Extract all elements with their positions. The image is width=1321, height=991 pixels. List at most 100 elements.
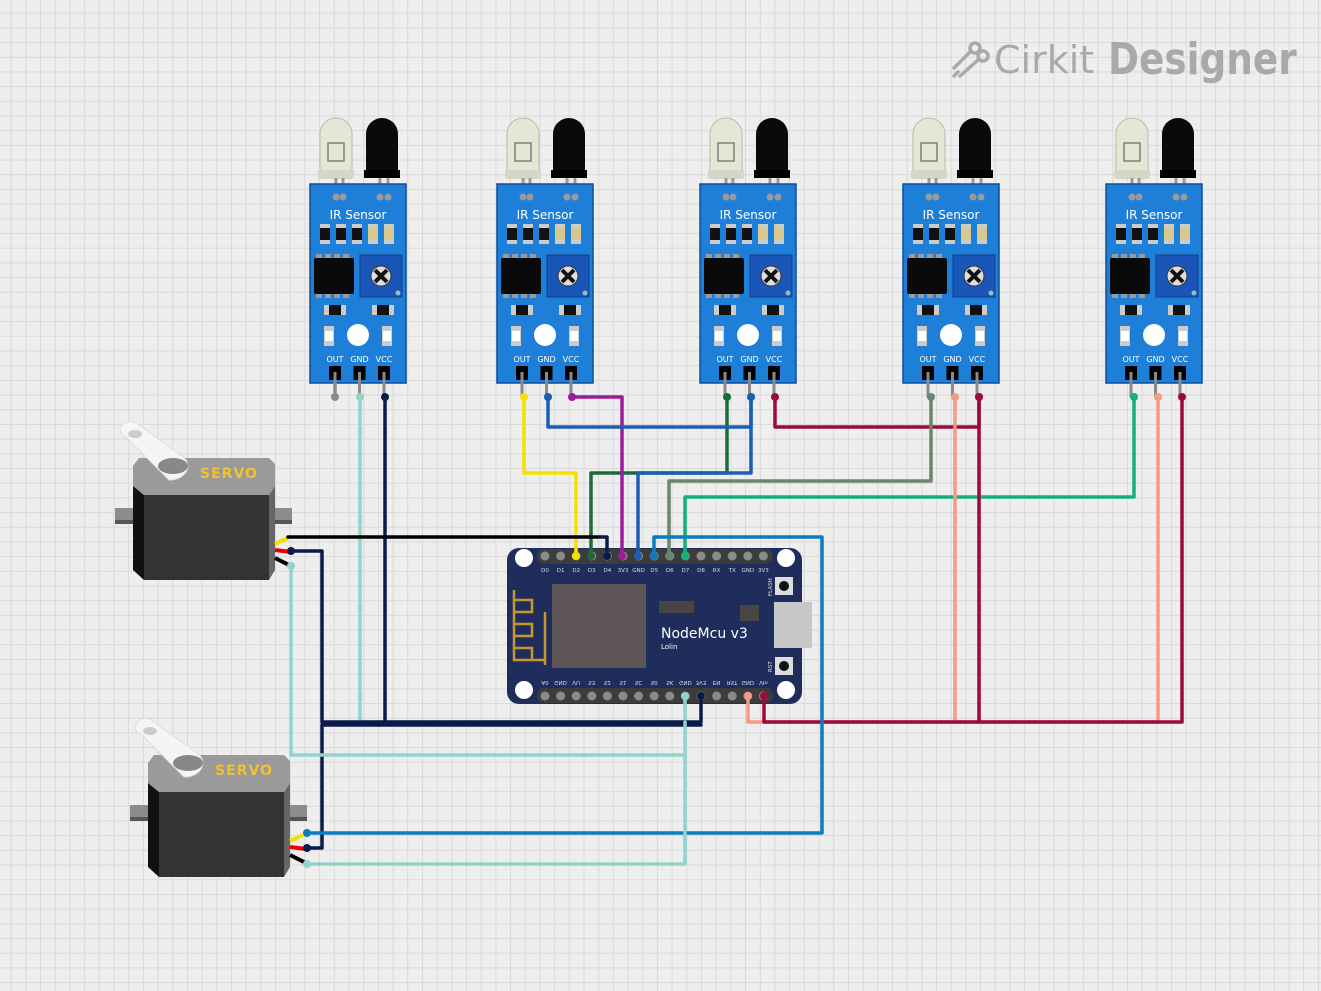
servo-shaft (173, 755, 203, 771)
wire-endpoint[interactable] (927, 393, 935, 401)
pin-d1[interactable] (556, 551, 566, 561)
wire-endpoint[interactable] (975, 393, 983, 401)
wire-endpoint[interactable] (760, 692, 768, 700)
wire-endpoint[interactable] (544, 393, 552, 401)
pin-3v3[interactable] (758, 551, 768, 561)
flash-button-cap[interactable] (779, 581, 789, 591)
wire-endpoint[interactable] (697, 692, 705, 700)
wire-servo1-signal-d4[interactable] (598, 535, 609, 558)
led-pad (1135, 193, 1143, 201)
wire-s4-vcc-vin[interactable] (762, 395, 981, 724)
wire-endpoint[interactable] (303, 860, 311, 868)
servo-motor-1[interactable]: SERVO (115, 420, 292, 580)
wire-endpoint[interactable] (568, 393, 576, 401)
pin-d8[interactable] (696, 551, 706, 561)
wire-s5-gnd[interactable] (953, 395, 1160, 724)
wire-endpoint[interactable] (681, 552, 689, 560)
wire-servo1-gnd[interactable] (289, 564, 687, 757)
potentiometer[interactable] (749, 254, 793, 298)
wire-s2-gnd-s3-gnd[interactable] (546, 395, 753, 429)
servo-side-right (269, 486, 275, 580)
pin-gnd[interactable] (556, 691, 566, 701)
wire-endpoint[interactable] (356, 393, 364, 401)
wire-endpoint[interactable] (618, 552, 626, 560)
led-pad (376, 193, 384, 201)
pin-sk[interactable] (665, 691, 675, 701)
pin-rst[interactable] (727, 691, 737, 701)
pin-label-out: OUT (326, 355, 343, 364)
smd-body (384, 228, 394, 240)
led-rim (505, 170, 541, 178)
wire-endpoint[interactable] (587, 552, 595, 560)
wire-endpoint[interactable] (287, 547, 295, 555)
resistor-body (516, 305, 528, 315)
pin-s3[interactable] (587, 691, 597, 701)
pin-s2[interactable] (602, 691, 612, 701)
led-pad (339, 193, 347, 201)
pin-vu[interactable] (571, 691, 581, 701)
wire-s2-vcc-3v3[interactable] (570, 395, 624, 558)
pin-s0[interactable] (649, 691, 659, 701)
wire-endpoint[interactable] (303, 844, 311, 852)
pin-label-gnd: GND (943, 355, 961, 364)
capacitor-body (715, 331, 723, 341)
wire-endpoint[interactable] (747, 393, 755, 401)
wire-servo2-gnd[interactable] (305, 753, 687, 866)
wire-endpoint[interactable] (287, 562, 295, 570)
ic-pin (936, 254, 942, 260)
pot-dot (785, 290, 791, 296)
wire-endpoint[interactable] (665, 552, 673, 560)
wire-endpoint[interactable] (1178, 393, 1186, 401)
wire-servo2-signal-d5[interactable] (305, 535, 824, 835)
wire-endpoint[interactable] (1130, 393, 1138, 401)
wire-s2-out-d2[interactable] (522, 395, 578, 558)
ic-pin (1139, 292, 1145, 298)
wire-s5-vcc[interactable] (977, 395, 1184, 724)
wire-endpoint[interactable] (634, 552, 642, 560)
servo-motor-2[interactable]: SERVO (130, 717, 307, 877)
wire-servo1-vcc[interactable] (289, 549, 387, 724)
pin-en[interactable] (712, 691, 722, 701)
usb-port[interactable] (774, 602, 812, 648)
wire-servo2-vcc[interactable] (305, 723, 703, 850)
smd-body (929, 228, 939, 240)
wire-endpoint[interactable] (381, 393, 389, 401)
pin-sc[interactable] (634, 691, 644, 701)
wire-endpoint[interactable] (771, 393, 779, 401)
wire-s3-out-d3[interactable] (589, 395, 729, 558)
wire-endpoint[interactable] (723, 393, 731, 401)
wire-endpoint[interactable] (951, 393, 959, 401)
wire-endpoint[interactable] (520, 393, 528, 401)
wire-endpoint[interactable] (681, 692, 689, 700)
wire-endpoint[interactable] (650, 552, 658, 560)
led-pad (969, 193, 977, 201)
ic-pin (715, 254, 721, 260)
smd-body (774, 228, 784, 240)
pin-gnd[interactable] (743, 551, 753, 561)
wire-s3-gnd-gnd[interactable] (636, 395, 753, 558)
pin-d0[interactable] (540, 551, 550, 561)
wire-s3-vcc-s4-vcc[interactable] (773, 395, 981, 429)
pin-a0[interactable] (540, 691, 550, 701)
wire-s5-out-d7[interactable] (683, 395, 1136, 558)
wire-s1-vcc-3v3[interactable] (383, 395, 703, 724)
pin-s1[interactable] (618, 691, 628, 701)
wire-endpoint[interactable] (331, 393, 339, 401)
wire-endpoint[interactable] (744, 692, 752, 700)
wire-endpoint[interactable] (603, 552, 611, 560)
wire-endpoint[interactable] (303, 829, 311, 837)
wire-s4-out-d6[interactable] (667, 395, 933, 558)
rst-button-cap[interactable] (779, 661, 789, 671)
pin-rx[interactable] (712, 551, 722, 561)
wire-endpoint[interactable] (1154, 393, 1162, 401)
resistor-body (1125, 305, 1137, 315)
wire-endpoint[interactable] (572, 552, 580, 560)
pin-tx[interactable] (727, 551, 737, 561)
